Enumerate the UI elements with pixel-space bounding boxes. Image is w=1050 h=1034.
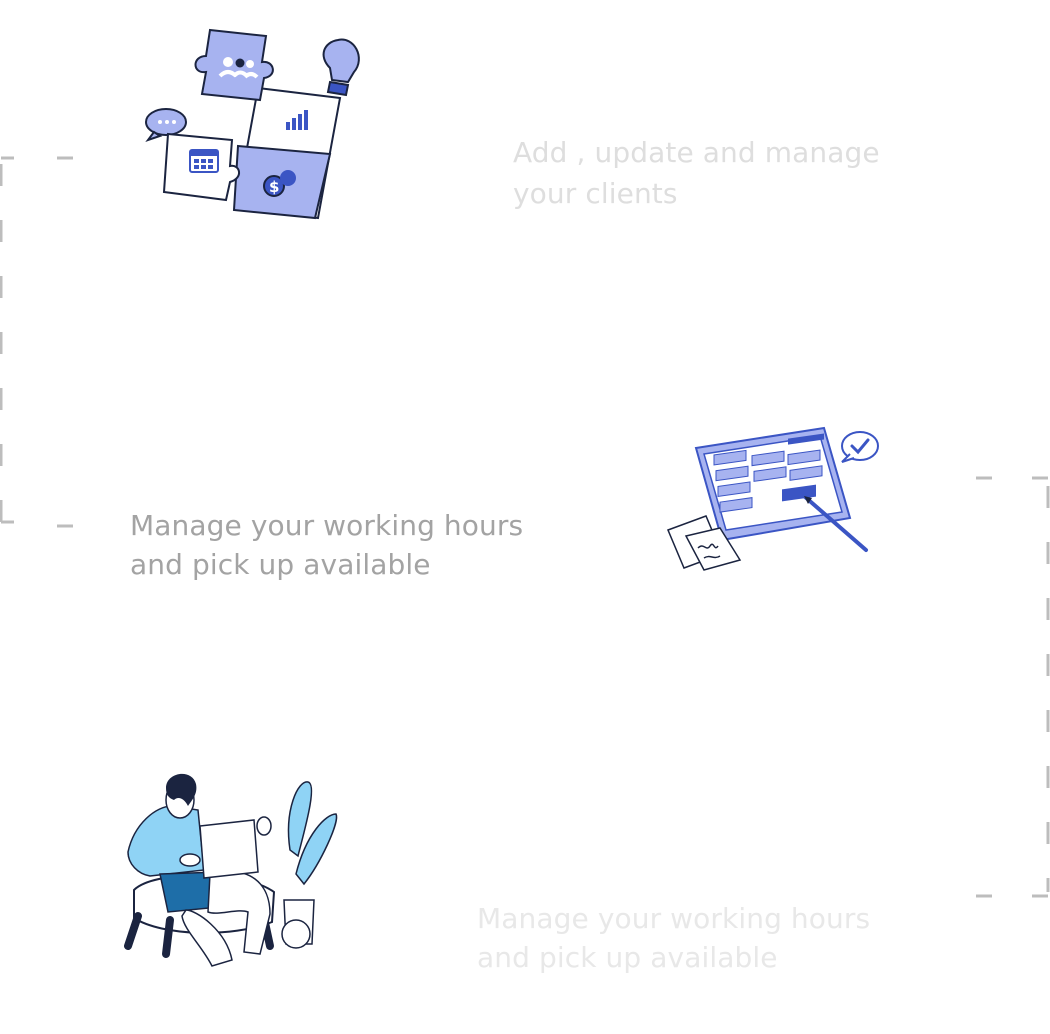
step-1-caption-line-2: your clients xyxy=(513,176,678,210)
step-1-caption-line-1: Add , update and manage xyxy=(513,136,880,169)
step-2-caption-line-1: Manage your working hours xyxy=(130,509,524,542)
step-1-caption: Add , update and manage your clients xyxy=(513,133,933,214)
connector-left xyxy=(0,156,73,528)
step-2-caption-line-2: and pick up available xyxy=(130,548,431,582)
step-3-caption-line-1: Manage your working hours xyxy=(477,902,871,935)
step-3-caption: Manage your working hours and pick up av… xyxy=(477,899,937,977)
tablet-schedule-icon xyxy=(667,426,879,571)
puzzle-collaboration-icon: $ xyxy=(145,28,360,220)
step-2-caption: Manage your working hours and pick up av… xyxy=(130,506,570,584)
person-laptop-icon xyxy=(124,773,338,967)
step-3-caption-line-2: and pick up available xyxy=(477,941,778,975)
connector-right xyxy=(976,476,1050,898)
svg-text:$: $ xyxy=(269,178,279,196)
